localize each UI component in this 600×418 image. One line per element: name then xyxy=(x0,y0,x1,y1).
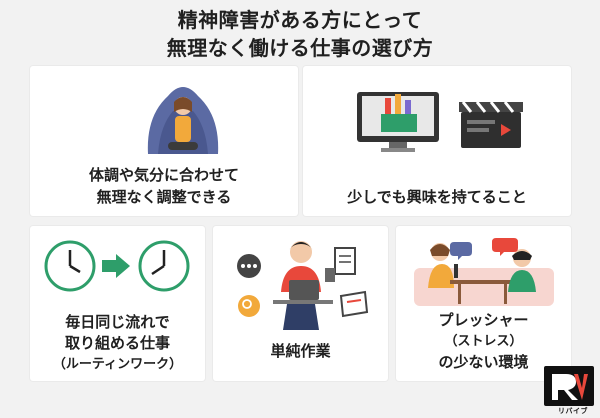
conversation-icon xyxy=(414,238,554,306)
card-3-line-3: （ルーティンワーク） xyxy=(52,357,183,372)
office-worker-icon xyxy=(237,241,369,330)
card-2-line-1: 少しでも興味を持てること xyxy=(347,188,527,206)
card-3-text: 毎日同じ流れで 取り組める仕事 （ルーティンワーク） xyxy=(30,312,205,375)
card-1-text: 体調や気分に合わせて 無理なく調整できる xyxy=(30,164,298,208)
brand-logo: リバイブ xyxy=(538,366,596,416)
clocks-arrow-icon xyxy=(44,240,190,292)
card-1-line-1: 体調や気分に合わせて xyxy=(88,166,239,184)
card-3-line-1: 毎日同じ流れで xyxy=(65,313,170,331)
card-5-text: プレッシャー （ストレス） の少ない環境 xyxy=(396,310,571,373)
page-title: 精神障害がある方にとって 無理なく働ける仕事の選び方 xyxy=(0,6,600,62)
card-simple-work: 単純作業 xyxy=(213,226,388,381)
card-1-line-2: 無理なく調整できる xyxy=(96,188,232,206)
revive-logo-icon xyxy=(544,366,594,406)
card-flexible-adjustment: 体調や気分に合わせて 無理なく調整できる xyxy=(30,66,298,216)
card-routine-work: 毎日同じ流れで 取り組める仕事 （ルーティンワーク） xyxy=(30,226,205,381)
card-interest: 少しでも興味を持てること xyxy=(303,66,571,216)
title-line-1: 精神障害がある方にとって xyxy=(177,8,423,32)
creative-tools-icon xyxy=(357,92,523,152)
card-5-line-1: プレッシャー xyxy=(438,311,529,329)
title-line-2: 無理なく働ける仕事の選び方 xyxy=(166,36,434,60)
card-low-pressure: プレッシャー （ストレス） の少ない環境 xyxy=(396,226,571,381)
card-4-line-1: 単純作業 xyxy=(270,342,331,360)
card-2-text: 少しでも興味を持てること xyxy=(303,186,571,208)
card-3-line-2: 取り組める仕事 xyxy=(64,334,170,352)
card-5-line-2: （ストレス） xyxy=(444,334,523,349)
card-5-line-3: の少ない環境 xyxy=(438,353,529,371)
logo-caption: リバイブ xyxy=(558,407,588,415)
card-4-text: 単純作業 xyxy=(213,340,388,362)
person-under-blanket-icon xyxy=(147,87,219,154)
